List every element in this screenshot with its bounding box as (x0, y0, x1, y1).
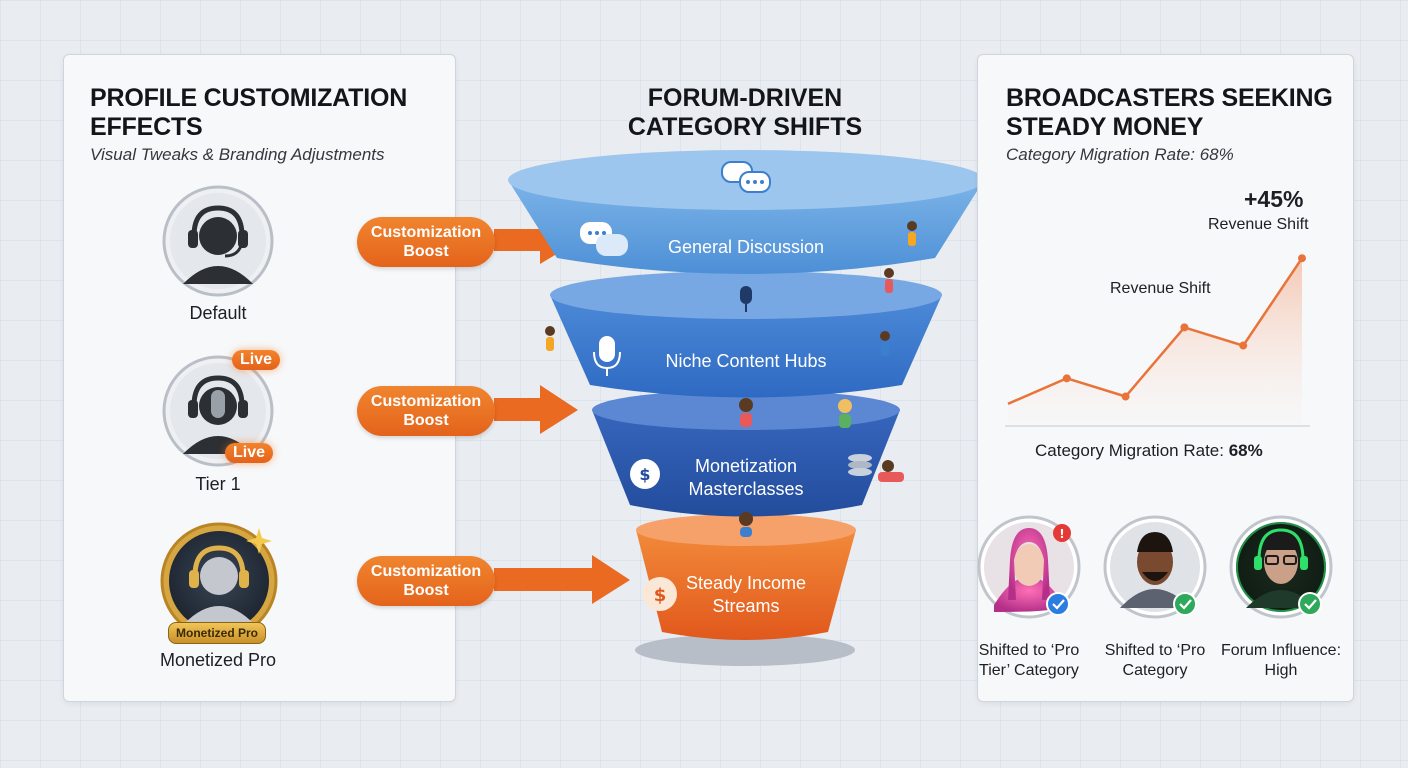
person-icon-2 (884, 268, 894, 293)
monetized-pro-avatar (160, 522, 278, 640)
peak-value: +45% (1244, 186, 1304, 212)
funnel-shadow (635, 634, 855, 666)
person-icon-3 (545, 326, 555, 351)
person-icon-4 (880, 331, 890, 356)
live-badge-top: Live (232, 350, 281, 370)
center-title: FORUM-DRIVEN CATEGORY SHIFTS (627, 84, 863, 141)
money-bag-icon-income: $ (643, 577, 677, 611)
check-icon-green-2 (1298, 592, 1322, 616)
microphone-icon-niche (593, 336, 621, 376)
person-icon-7 (739, 512, 753, 537)
default-label: Default (189, 303, 247, 323)
stage-niche-label: Niche Content Hubs (665, 351, 827, 371)
person-avatar-3 (1229, 515, 1333, 619)
peak-label: Revenue Shift (1208, 216, 1309, 233)
stage-income-label: Steady Income Streams (685, 573, 807, 616)
monetized-pro-label: Monetized Pro (159, 650, 277, 670)
money-bag-icon-monetization: $ (630, 459, 660, 489)
svg-text:!: ! (1059, 527, 1064, 541)
funnel-stage-steady-income (636, 530, 856, 640)
live-badge-bottom: Live (225, 443, 274, 463)
person-icon-5 (739, 398, 753, 427)
funnel-stage-monetization (592, 410, 900, 517)
tier1-avatar (162, 355, 274, 467)
stage-general-label: General Discussion (667, 237, 825, 257)
chart-point (1298, 254, 1306, 263)
person-1-label: Shifted to ‘Pro Tier’ Category (978, 642, 1080, 679)
chat-icon-general (580, 222, 628, 256)
check-icon-blue (1046, 592, 1070, 616)
mid-label: Revenue Shift (1110, 280, 1211, 297)
microphone-icon-small (740, 286, 752, 312)
person-avatar-2 (1103, 515, 1207, 619)
svg-text:$: $ (654, 585, 667, 606)
funnel-stage-niche (550, 295, 942, 398)
chart-point (1239, 341, 1248, 350)
person-2-label: Shifted to ‘Pro Category (1104, 642, 1206, 679)
revenue-shift-chart (1005, 254, 1310, 427)
person-icon-1 (907, 221, 917, 246)
monetized-pro-badge: Monetized Pro (168, 622, 267, 644)
tier1-label: Tier 1 (195, 474, 241, 494)
svg-text:$: $ (639, 465, 650, 484)
alert-icon (1053, 524, 1071, 542)
person-3-label: Forum Influence: High (1220, 642, 1342, 679)
person-icon-6 (838, 399, 852, 428)
default-avatar (162, 185, 274, 297)
check-icon-green (1173, 592, 1197, 616)
right-panel-title: BROADCASTERS SEEKING STEADY MONEY (1006, 84, 1333, 141)
stage-monetization-label: Monetization Masterclasses (688, 456, 804, 499)
migration-rate: Category Migration Rate: 68% (1035, 441, 1263, 460)
chart-point (1062, 374, 1071, 383)
arrow-2-icon (494, 385, 578, 434)
chart-point (1180, 323, 1189, 332)
arrow-3-icon (494, 555, 630, 604)
chart-point (1121, 392, 1130, 401)
left-panel-title: PROFILE CUSTOMIZATION EFFECTS (90, 84, 408, 141)
chat-bubbles-icon (721, 161, 771, 193)
right-panel-subtitle: Category Migration Rate: 68% (1006, 145, 1234, 164)
coin-stack-icon (848, 454, 904, 482)
person-avatar-1: ! (977, 515, 1081, 619)
chart-line (1007, 257, 1304, 405)
left-panel-subtitle: Visual Tweaks & Branding Adjustments (90, 145, 385, 164)
